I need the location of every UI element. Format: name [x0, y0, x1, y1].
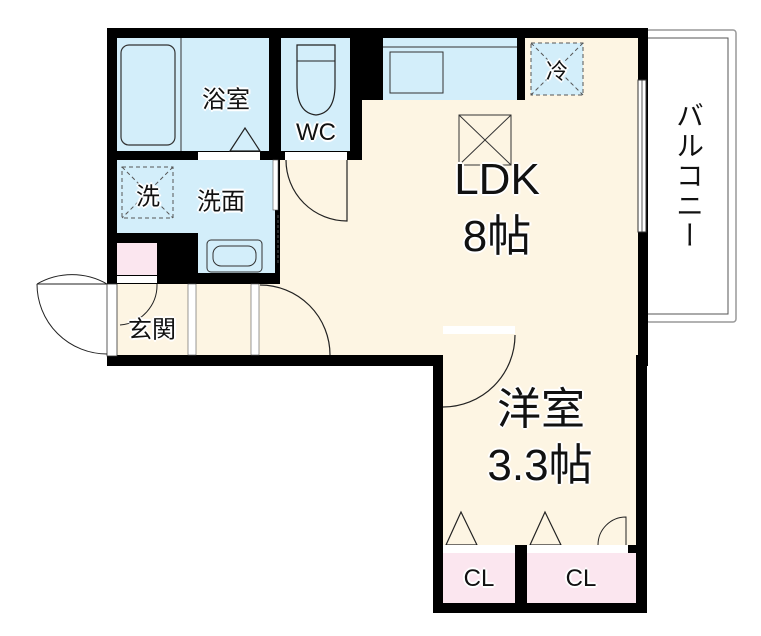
washroom: [117, 160, 275, 233]
western-door[interactable]: [442, 334, 516, 408]
ldk-size: 8帖: [462, 212, 532, 261]
wash-basin: [206, 239, 263, 273]
bath-label: 浴室: [202, 85, 250, 114]
washer-space: [121, 166, 174, 219]
closet-1: [443, 553, 515, 603]
washroom-label: 洗面: [197, 187, 245, 216]
washer-label: 洗: [136, 182, 160, 211]
western-room: [443, 335, 636, 545]
entrance-label: 玄関: [128, 315, 176, 344]
closet-2: [527, 553, 636, 603]
wc-label: WC: [296, 119, 336, 146]
closet-1-label: CL: [463, 565, 495, 592]
western-size: 3.3帖: [487, 441, 593, 490]
fridge-label: 冷: [545, 60, 569, 85]
toilet-icon: [296, 44, 336, 116]
balcony-label: バルコニー: [672, 101, 705, 251]
vent-icon: [458, 114, 512, 166]
sink-icon: [389, 51, 444, 94]
western-label: 洋室: [497, 385, 585, 434]
kitchen-counter: [383, 38, 517, 100]
shoe-cabinet: [117, 243, 157, 275]
wc-door[interactable]: [285, 159, 348, 222]
closet-2-label: CL: [565, 565, 597, 592]
ldk-label: LDK: [454, 155, 540, 204]
bath-room: [117, 38, 269, 151]
entrance-door[interactable]: [106, 283, 118, 357]
ldk-door[interactable]: [259, 284, 331, 356]
bathtub: [120, 44, 176, 146]
